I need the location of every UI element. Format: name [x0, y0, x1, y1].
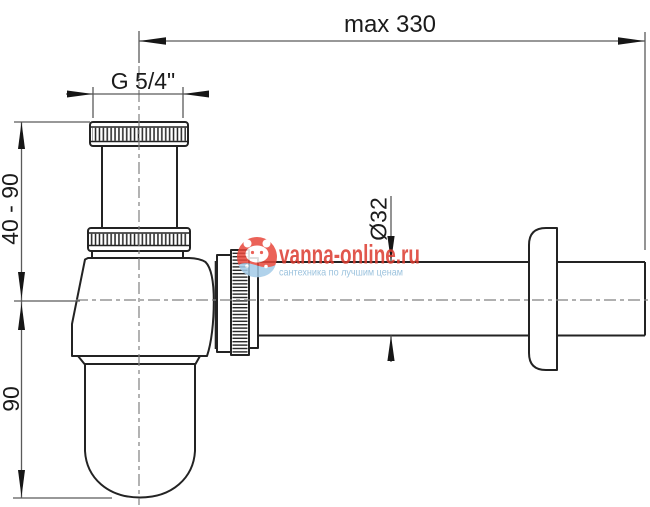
dimension-arrows: [18, 37, 645, 497]
dimension-label-cup-height: 90: [0, 386, 24, 412]
dimension-label-height-range: 40 - 90: [0, 173, 23, 245]
wall-flange: [528, 227, 558, 371]
bottom-cup: [84, 363, 196, 499]
dimension-label-pipe-diameter: Ø32: [366, 197, 392, 240]
dimension-label-overall-length: max 330: [344, 11, 436, 38]
dip-tube: [101, 146, 178, 228]
watermark-logo: [237, 237, 277, 278]
outlet-pipe: [258, 261, 646, 337]
body-neck: [91, 250, 184, 258]
siphon-fixture: [71, 121, 646, 499]
dimension-annotations: max 330 G 5/4" 40 - 90 90 Ø32: [0, 11, 646, 499]
watermark-tagline-text: сантехника по лучшим ценам: [279, 267, 403, 279]
extension-lines: [13, 31, 646, 499]
outlet-nut-knurling: [232, 251, 248, 354]
inlet-nut-knurling: [92, 127, 186, 141]
outlet-nut: [216, 249, 259, 356]
watermark: vanna-online.ru сантехника по лучшим цен…: [237, 237, 420, 279]
dimension-label-thread: G 5/4": [111, 68, 175, 94]
centerlines: [76, 66, 648, 505]
watermark-brand-text: vanna-online.ru: [279, 240, 420, 270]
trap-body: [71, 257, 215, 357]
